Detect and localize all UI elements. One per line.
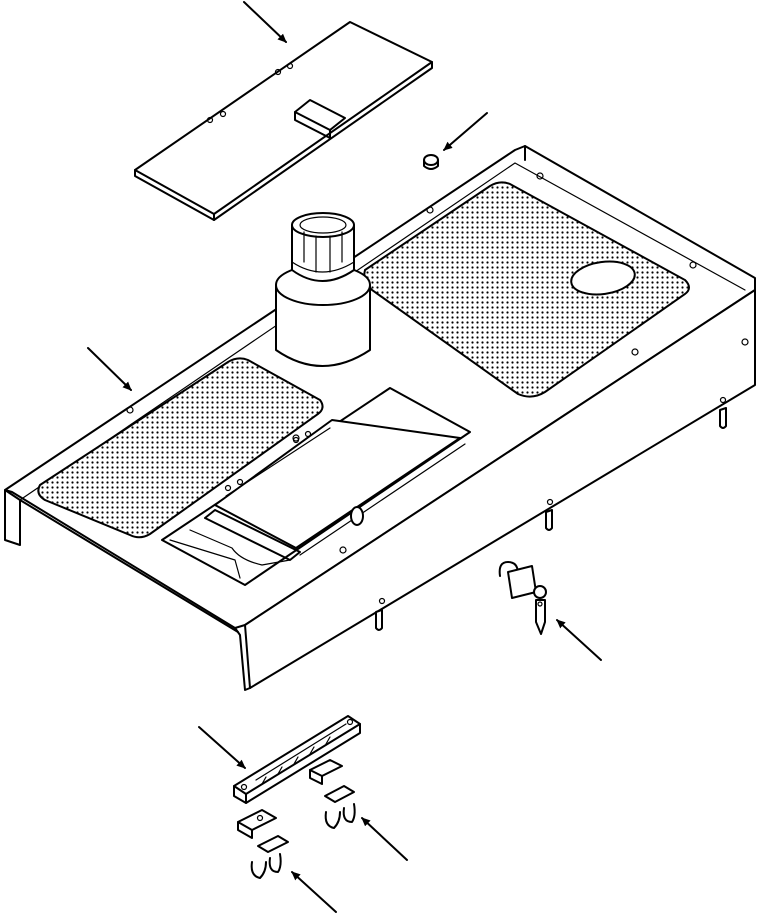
callout-arrow-cover [243, 1, 287, 43]
latch-brackets [237, 759, 343, 839]
clip-fasteners [250, 785, 356, 879]
plug [423, 154, 439, 170]
callout-arrow-plug [443, 112, 488, 151]
callout-arrow-bracket [361, 817, 408, 861]
hinge-strip [233, 715, 361, 804]
gauge-column [275, 212, 371, 367]
callout-arrow-panel [87, 347, 132, 391]
callout-arrows [87, 1, 602, 913]
callout-arrow-padlock [556, 619, 602, 661]
mesh-screen-right [363, 181, 690, 398]
callout-arrow-hinge [198, 726, 246, 769]
callout-arrow-clip [291, 871, 337, 913]
mesh-screen-left [37, 357, 324, 539]
cover-plate [134, 21, 433, 221]
hinged-door [161, 387, 471, 586]
padlock-and-key [498, 561, 547, 635]
